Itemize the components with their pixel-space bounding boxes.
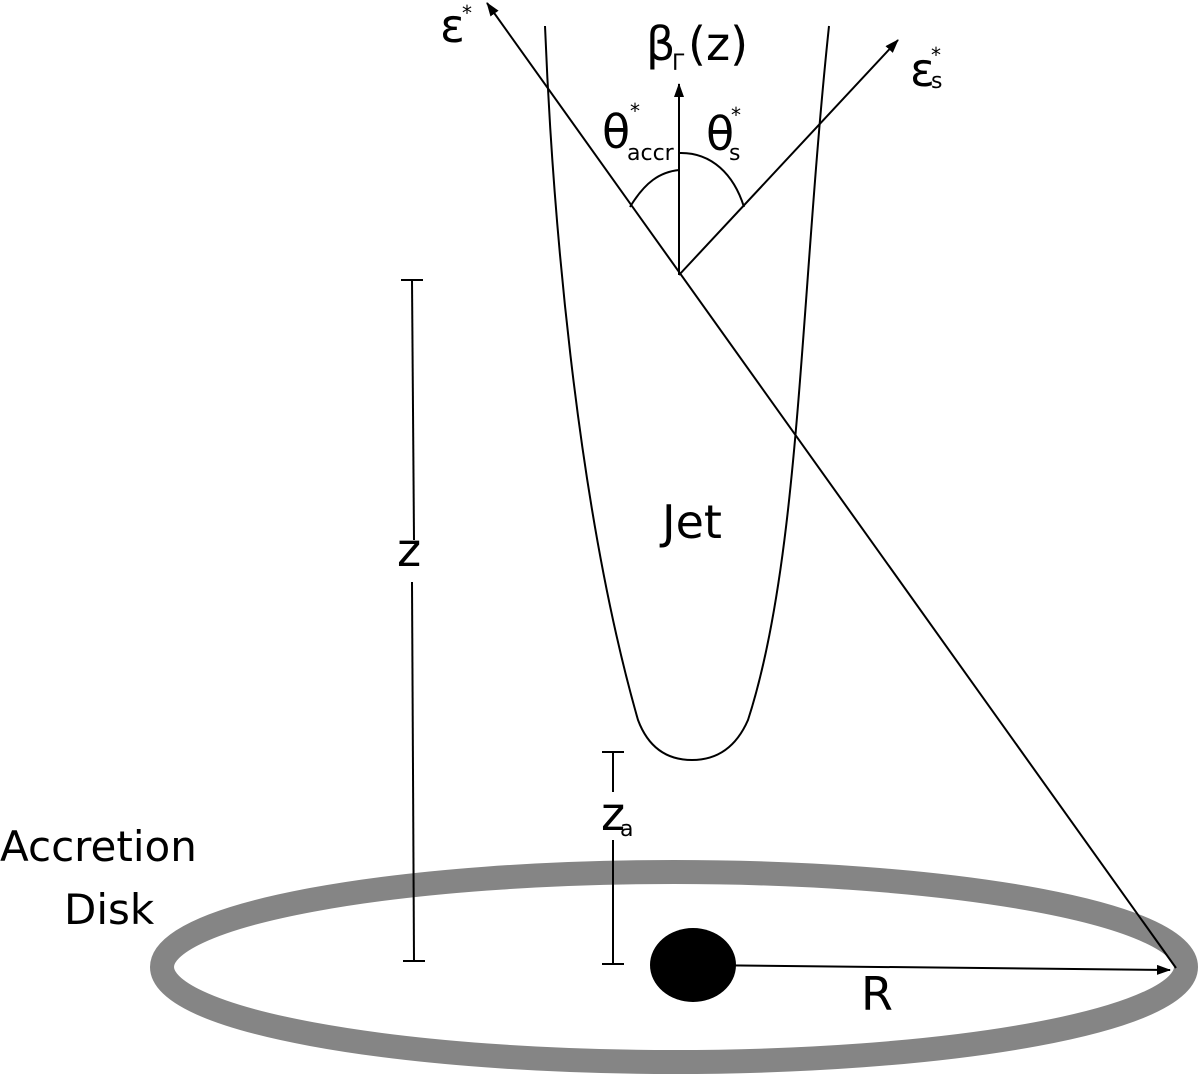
theta-s-arc xyxy=(678,151,745,208)
svg-text:accr: accr xyxy=(627,141,675,166)
label-accretion: Accretion xyxy=(0,822,197,871)
svg-text:ε: ε xyxy=(440,0,465,53)
photon-line-epsilon-s xyxy=(678,39,899,276)
label-radius: R xyxy=(861,967,893,1021)
svg-text:a: a xyxy=(620,817,633,842)
svg-text:*: * xyxy=(731,103,741,127)
accretion-disk-ring xyxy=(150,860,1198,1074)
jet-outline xyxy=(544,25,830,762)
label-epsilon-star: ε * xyxy=(440,0,472,53)
label-beta-gamma-z: β Γ (z) xyxy=(646,17,748,76)
photon-line-epsilon xyxy=(486,2,1177,969)
svg-text:(z): (z) xyxy=(688,17,748,71)
svg-text:*: * xyxy=(462,1,472,25)
label-disk: Disk xyxy=(64,885,155,934)
label-jet: Jet xyxy=(659,495,722,549)
svg-text:s: s xyxy=(729,141,740,166)
label-theta-accr: θ * accr xyxy=(602,99,675,166)
z-height-bar xyxy=(401,279,425,962)
svg-text:θ: θ xyxy=(706,107,734,161)
svg-text:β: β xyxy=(646,17,675,71)
za-height-bar xyxy=(602,751,624,965)
svg-text:θ: θ xyxy=(602,105,630,159)
svg-text:s: s xyxy=(931,69,942,94)
label-theta-s: θ * s xyxy=(706,103,741,166)
label-z-a: z a xyxy=(601,787,633,842)
svg-text:ε: ε xyxy=(910,43,935,97)
label-z: z xyxy=(397,523,421,577)
label-epsilon-s-star: ε * s xyxy=(910,43,942,97)
radius-arrow xyxy=(692,964,1171,975)
svg-text:*: * xyxy=(931,43,941,67)
svg-text:Γ: Γ xyxy=(672,51,685,76)
svg-text:z: z xyxy=(601,787,625,841)
svg-text:*: * xyxy=(630,99,640,123)
theta-accr-arc xyxy=(629,169,680,208)
